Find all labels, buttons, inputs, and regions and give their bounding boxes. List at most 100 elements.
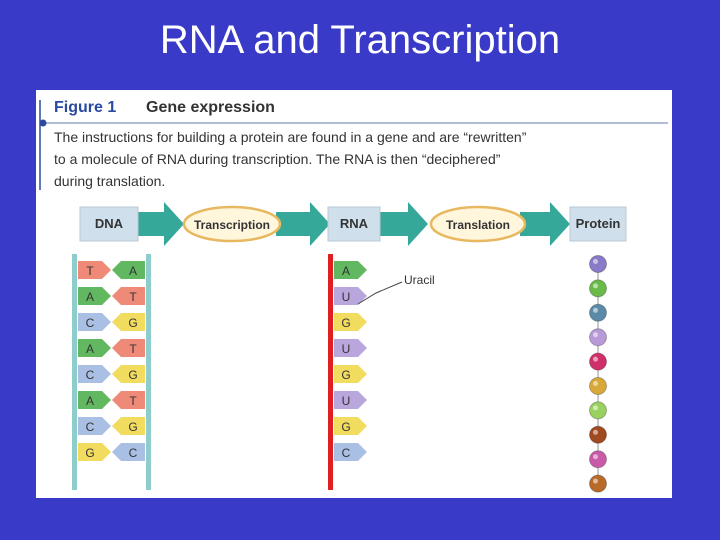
amino-acid-highlight xyxy=(593,381,598,386)
amino-acid-bead xyxy=(589,401,607,420)
dna-left-base: A xyxy=(78,287,111,305)
amino-acid-highlight xyxy=(593,405,598,411)
dna-left-base-letter: A xyxy=(86,342,94,356)
amino-acid-highlight xyxy=(593,429,598,435)
dna-right-base-shape xyxy=(112,443,145,461)
dna-left-base-letter: C xyxy=(86,316,95,330)
rna-box: RNA xyxy=(327,206,381,242)
rna-base: U xyxy=(334,287,367,305)
dna-left-base: T xyxy=(78,261,111,279)
dna-box: DNA xyxy=(79,206,139,242)
dna-right-base-letter: T xyxy=(129,342,137,356)
rna-base: U xyxy=(334,339,367,357)
rna-base-shape xyxy=(334,391,367,409)
dna-left-base: A xyxy=(78,339,111,357)
transcription-box: Transcription xyxy=(182,205,282,243)
dna-left-base-letter: G xyxy=(85,446,94,460)
rna-backbone xyxy=(328,254,333,490)
figure-label: Figure 1 xyxy=(54,99,116,116)
protein-chain xyxy=(589,255,607,493)
amino-acid-bead xyxy=(589,279,607,298)
rna-base: A xyxy=(334,261,367,279)
rna-base-letter: U xyxy=(342,394,351,408)
rna-base-letter: A xyxy=(342,264,350,278)
rna-base: U xyxy=(334,391,367,409)
dna-left-base-letter: C xyxy=(86,368,95,382)
dna-right-base: G xyxy=(112,313,145,331)
dna-left-base-letter: C xyxy=(86,420,95,434)
rna-base-letter: U xyxy=(342,290,351,304)
amino-acid-highlight xyxy=(593,259,598,264)
caption-line-2: to a molecule of RNA during transcriptio… xyxy=(54,151,501,167)
header-rule-dot xyxy=(39,119,47,127)
dna-right-base-shape xyxy=(112,391,145,409)
dna-left-base: C xyxy=(78,365,111,383)
arrow-rna-to-translation xyxy=(376,202,428,246)
dna-backbone-left xyxy=(72,254,77,490)
dna-left-base: G xyxy=(78,443,111,461)
dna-right-base-shape xyxy=(112,313,145,331)
rna-base-shape xyxy=(334,287,367,305)
dna-left-base: C xyxy=(78,313,111,331)
rna-base-shape xyxy=(334,365,367,383)
dna-right-base-shape xyxy=(112,417,145,435)
amino-acid-bead xyxy=(589,474,607,493)
gene-expression-figure: Figure 1 Gene expression The instruction… xyxy=(36,90,672,498)
amino-acid-highlight xyxy=(593,283,598,289)
caption-line-1: The instructions for building a protein … xyxy=(54,129,527,145)
dna-left-base: C xyxy=(78,417,111,435)
dna-right-base: T xyxy=(112,287,145,305)
dna-left-base-shape xyxy=(78,261,111,279)
amino-acid-highlight xyxy=(593,307,598,313)
dna-right-base-letter: A xyxy=(129,264,137,278)
figure-diagram: Figure 1 Gene expression The instruction… xyxy=(39,99,668,493)
uracil-label: Uracil xyxy=(404,273,435,287)
dna-right-base-letter: G xyxy=(128,368,137,382)
rna-base: G xyxy=(334,313,367,331)
amino-acid-bead xyxy=(589,377,607,395)
dna-left-base-shape xyxy=(78,287,111,305)
amino-acid-bead xyxy=(589,450,607,469)
dna-left-base-shape xyxy=(78,391,111,409)
dna-left-base-shape xyxy=(78,417,111,435)
dna-left-base-letter: A xyxy=(86,290,94,304)
amino-acid-highlight xyxy=(593,478,598,484)
amino-acid-bead xyxy=(589,255,607,273)
amino-acid-bead xyxy=(589,328,607,347)
dna-right-base-shape xyxy=(112,261,145,279)
uracil-pointer xyxy=(357,281,403,305)
arrow-translation-to-protein xyxy=(520,202,570,246)
rna-base-shape xyxy=(334,261,367,279)
amino-acid-highlight xyxy=(593,454,598,460)
rna-base-shape xyxy=(334,313,367,331)
dna-right-base-letter: T xyxy=(129,290,137,304)
dna-left-base-letter: T xyxy=(86,264,94,278)
dna-label: DNA xyxy=(95,216,124,231)
dna-right-base-letter: C xyxy=(129,446,138,460)
caption-line-3: during translation. xyxy=(54,173,165,189)
dna-right-base: A xyxy=(112,261,145,279)
dna-right-base-shape xyxy=(112,365,145,383)
arrow-dna-to-transcription xyxy=(136,202,184,246)
dna-right-base-letter: G xyxy=(128,420,137,434)
amino-acid-bead xyxy=(589,303,607,322)
amino-acid-bead xyxy=(589,352,607,371)
dna-left-base-shape xyxy=(78,443,111,461)
rna-base: G xyxy=(334,365,367,383)
amino-acid-bead xyxy=(589,425,607,444)
dna-right-base-shape xyxy=(112,287,145,305)
dna-left-base-shape xyxy=(78,313,111,331)
dna-backbone-right xyxy=(146,254,151,490)
rna-base-shape xyxy=(334,417,367,435)
transcription-label: Transcription xyxy=(194,218,270,232)
dna-left-base-letter: A xyxy=(86,394,94,408)
amino-acid-highlight xyxy=(593,332,598,338)
dna-right-base-shape xyxy=(112,339,145,357)
rna-base-letter: G xyxy=(341,368,350,382)
dna-right-base: T xyxy=(112,391,145,409)
rna-base-letter: C xyxy=(342,446,351,460)
protein-box: Protein xyxy=(569,206,627,242)
amino-acid-highlight xyxy=(593,356,598,362)
